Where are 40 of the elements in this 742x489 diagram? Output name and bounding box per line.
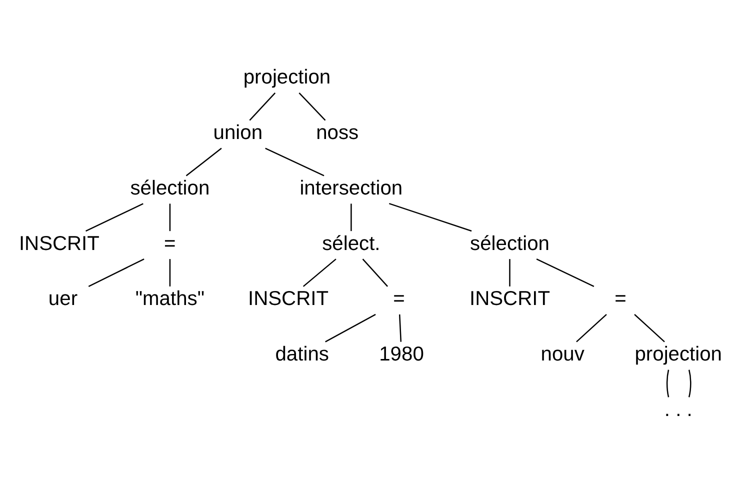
node-text: INSCRIT <box>470 288 550 310</box>
connector <box>666 369 670 397</box>
node-text: intersection <box>300 176 403 199</box>
connector <box>265 147 324 176</box>
node-text: datins <box>275 343 329 366</box>
node-text: . . . <box>664 398 692 420</box>
connector <box>576 313 607 342</box>
node-text: uer <box>48 288 78 310</box>
node-text: INSCRIT <box>18 232 100 254</box>
connector <box>398 314 402 342</box>
connector <box>388 202 472 232</box>
connector <box>249 92 276 120</box>
node-text: = <box>393 288 405 310</box>
connector <box>298 92 326 120</box>
connector <box>169 203 171 231</box>
node-text: sélect. <box>322 232 380 254</box>
node-text: INSCRIT <box>248 288 329 310</box>
connector <box>634 313 665 342</box>
connector <box>362 258 388 286</box>
connector <box>688 369 692 397</box>
node-text: 1980 <box>379 343 424 366</box>
node-text: = <box>614 288 626 310</box>
node-text: projection <box>243 66 331 88</box>
connector <box>169 258 171 286</box>
connector <box>325 313 376 342</box>
node-text: "maths" <box>135 288 204 310</box>
connector <box>302 258 336 286</box>
connector <box>186 147 222 176</box>
connector <box>509 258 510 286</box>
node-text: nouv <box>540 343 584 366</box>
node-text: sélection <box>470 232 550 254</box>
connector <box>88 258 144 286</box>
node-text: union <box>213 122 263 144</box>
node-text: noss <box>316 122 359 144</box>
node-text: = <box>164 232 176 254</box>
connector <box>350 203 352 231</box>
node-text: sélection <box>130 176 210 199</box>
node-text: projection <box>634 343 722 366</box>
connector <box>536 258 594 287</box>
connector <box>86 202 144 232</box>
